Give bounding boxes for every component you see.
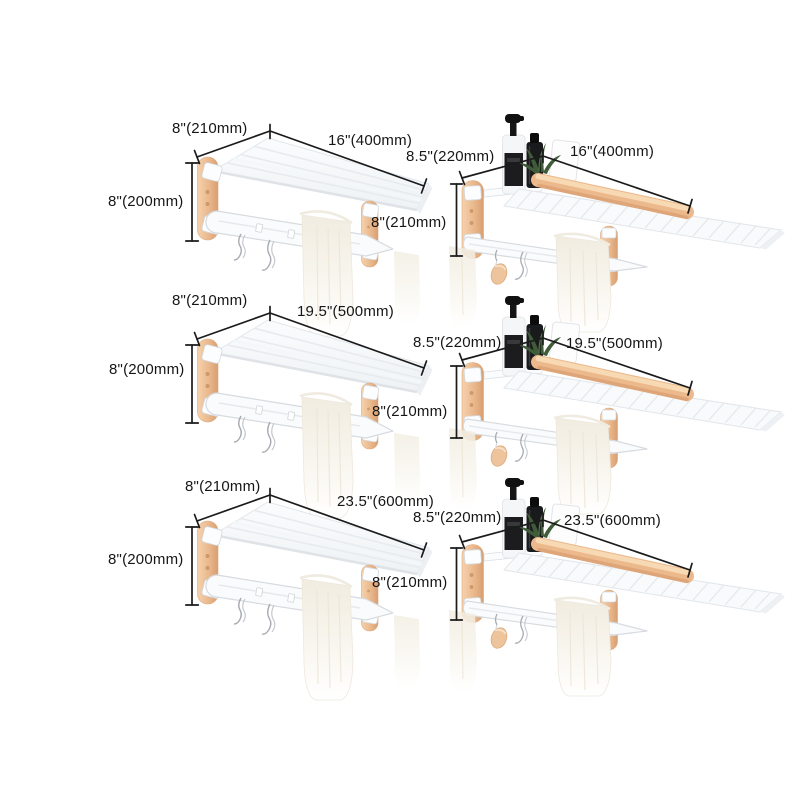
- dimension-label-width: 19.5"(500mm): [566, 335, 663, 352]
- dimension-label-width: 16"(400mm): [328, 132, 413, 149]
- dimension-label-depth: 8.5"(220mm): [413, 509, 502, 526]
- dimension-label-width: 23.5"(600mm): [337, 493, 434, 510]
- dimension-label-depth: 8"(210mm): [172, 120, 248, 137]
- dimension-label-depth: 8"(210mm): [172, 292, 248, 309]
- dimension-label-height: 8"(200mm): [108, 551, 184, 568]
- dimension-label-height: 8"(210mm): [371, 214, 447, 231]
- dimension-label-height: 8"(210mm): [372, 403, 448, 420]
- dimension-label-width: 19.5"(500mm): [297, 303, 394, 320]
- dimension-label-width: 23.5"(600mm): [564, 512, 661, 529]
- dimension-label-height: 8"(210mm): [372, 574, 448, 591]
- dimension-label-depth: 8.5"(220mm): [406, 148, 495, 165]
- dimension-label-depth: 8.5"(220mm): [413, 334, 502, 351]
- dimension-label-depth: 8"(210mm): [185, 478, 261, 495]
- dimension-label-width: 16"(400mm): [570, 143, 655, 160]
- dimension-label-height: 8"(200mm): [108, 193, 184, 210]
- dimension-label-height: 8"(200mm): [109, 361, 185, 378]
- rack-illustration-600-plain: [184, 487, 434, 702]
- rack-illustration-500-styled: [449, 296, 785, 514]
